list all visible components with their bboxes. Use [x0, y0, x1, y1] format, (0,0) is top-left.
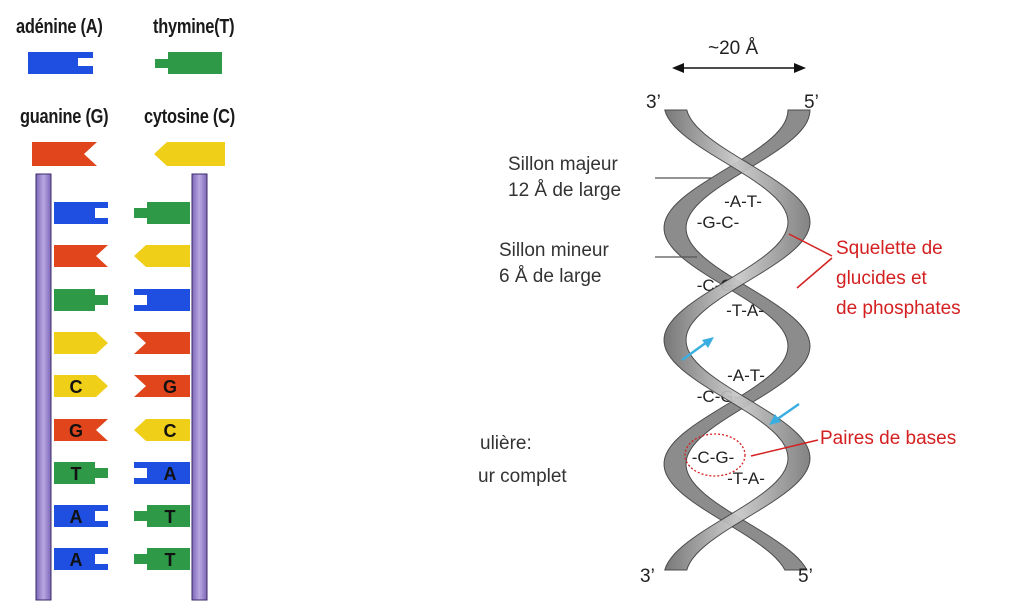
cytosine-label: cytosine (C): [144, 106, 235, 128]
guanine-legend-shape: [32, 142, 97, 166]
left-backbone-rail: [35, 173, 52, 601]
thymine-base-left: [54, 289, 108, 311]
right-base-letter: C: [164, 421, 177, 441]
left-base-letter: A: [70, 507, 83, 527]
cut-text-line2: ur complet: [478, 466, 567, 487]
base-pair-row: [54, 202, 190, 224]
right-base-letter: A: [164, 464, 177, 484]
strand-direction-arrows: [681, 337, 800, 425]
major-groove-label-line2: 12 Å de large: [508, 180, 622, 201]
minor-groove-label-line1: Sillon mineur: [499, 240, 609, 261]
left-base-letter: G: [69, 421, 83, 441]
helix-base-pair: -A-T-: [727, 366, 765, 385]
base-pair-row: [54, 245, 190, 267]
top-left-end-label: 3’: [646, 92, 661, 113]
adenine-base-right: [134, 289, 190, 311]
cytosine-base-left: [54, 332, 108, 354]
thymine-legend-shape: [155, 52, 222, 74]
backbone-label-line2: glucides et: [836, 268, 927, 289]
top-right-end-label: 5’: [804, 92, 819, 113]
base-pairs-label: Paires de bases: [820, 428, 957, 449]
width-dimension-arrow: [672, 63, 806, 73]
right-base-letter: T: [165, 550, 176, 570]
adenine-legend-shape: [28, 52, 93, 74]
helix-base-pair: -A-T-: [724, 192, 762, 211]
adenine-base-left: [54, 202, 108, 224]
right-base-letter: G: [163, 377, 177, 397]
backbone-label-line3: de phosphates: [836, 298, 961, 319]
helix-strand-back: [663, 109, 811, 571]
legend: [28, 52, 225, 166]
cytosine-base-right: [134, 419, 190, 441]
thymine-base-right: [134, 505, 190, 527]
guanine-label: guanine (G): [20, 106, 109, 128]
left-base-letter: C: [70, 377, 83, 397]
backbone-label-line1: Squelette de: [836, 238, 943, 259]
thymine-label: thymine(T): [153, 16, 235, 38]
adenine-base-left: [54, 548, 108, 570]
bottom-left-end-label: 3’: [640, 566, 655, 587]
thymine-base-left: [54, 462, 108, 484]
guanine-base-right: [134, 375, 190, 397]
leader-lines: [655, 177, 833, 477]
guanine-base-left: [54, 419, 108, 441]
cytosine-legend-shape: [154, 142, 225, 166]
base-pair-circle: [684, 433, 746, 477]
helix-strand-front: [663, 109, 811, 571]
major-groove-label-line1: Sillon majeur: [508, 154, 618, 175]
base-pair-row: [54, 332, 190, 354]
adenine-base-right: [134, 462, 190, 484]
base-pair-row: [54, 289, 190, 311]
cut-text-line1: ulière:: [480, 433, 532, 454]
adenine-base-left: [54, 505, 108, 527]
left-base-letter: A: [70, 550, 83, 570]
minor-groove-label-line2: 6 Å de large: [499, 266, 602, 287]
right-backbone-rail: [191, 173, 208, 601]
helix-base-pair: -C-G-: [692, 448, 734, 467]
cytosine-base-left: [54, 375, 108, 397]
adenine-label: adénine (A): [16, 16, 103, 38]
helix-base-pair: -T-A-: [727, 469, 765, 488]
cytosine-base-right: [134, 245, 190, 267]
guanine-base-left: [54, 245, 108, 267]
guanine-base-right: [134, 332, 190, 354]
right-base-letter: T: [165, 507, 176, 527]
helix-diagram: -A-T--G-C--C-G--T-A--A-T--C-G--C-G--T-A-: [655, 63, 833, 571]
left-base-letter: T: [71, 464, 82, 484]
helix-base-pair: -T-A-: [726, 301, 764, 320]
thymine-base-right: [134, 548, 190, 570]
helix-base-pair: -G-C-: [697, 213, 739, 232]
helix-width-label: ~20 Å: [708, 38, 759, 59]
bottom-right-end-label: 5’: [798, 566, 813, 587]
thymine-base-right: [134, 202, 190, 224]
